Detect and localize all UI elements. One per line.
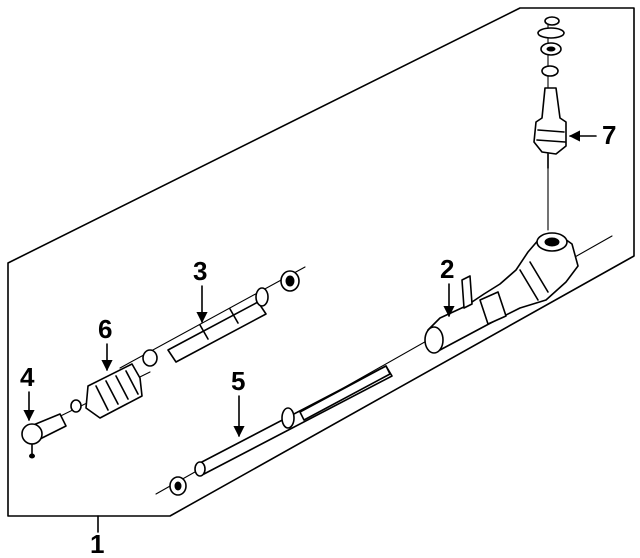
callout-label-6: 6 (98, 314, 112, 344)
rack-housing (424, 232, 579, 354)
outer-tie-rod-end (21, 413, 67, 459)
callout-1: 1 (90, 515, 104, 558)
callout-6: 6 (98, 314, 113, 372)
callout-5: 5 (231, 366, 245, 438)
callout-2: 2 (440, 254, 455, 318)
assembly-boundary (7, 7, 635, 517)
callout-label-7: 7 (602, 120, 616, 150)
callout-3: 3 (193, 256, 208, 324)
callout-label-3: 3 (193, 256, 207, 286)
callout-label-1: 1 (90, 529, 104, 558)
callout-4: 4 (20, 362, 35, 422)
callout-7: 7 (568, 120, 616, 150)
callout-label-5: 5 (231, 366, 245, 396)
callout-label-4: 4 (20, 362, 35, 392)
rack-boot (70, 349, 158, 419)
pinion-valve-assembly (533, 16, 567, 169)
inner-tie-rod (167, 270, 300, 363)
callout-label-2: 2 (440, 254, 454, 284)
rack-bar (169, 365, 393, 496)
